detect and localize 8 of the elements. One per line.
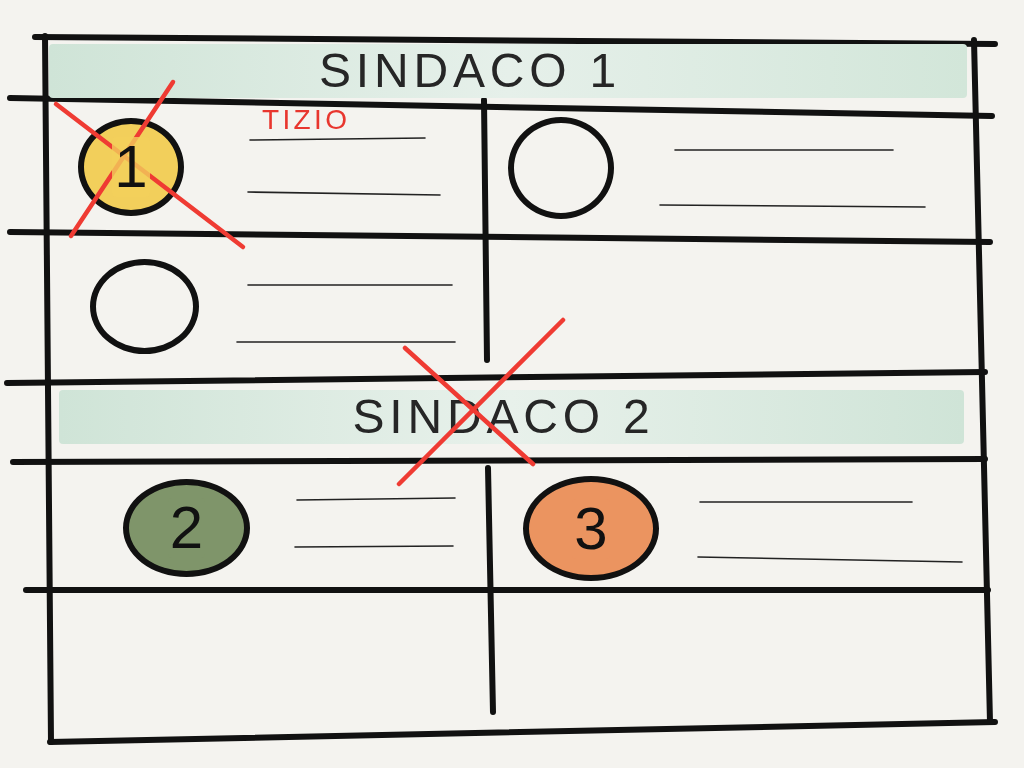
numbered-circle: 2 bbox=[123, 479, 250, 577]
section-header-band bbox=[49, 44, 967, 98]
numbered-circle: 1 bbox=[78, 118, 184, 216]
numbered-circle: 3 bbox=[523, 476, 659, 581]
section-title: SINDACO 1 bbox=[319, 47, 621, 95]
empty-circle bbox=[90, 259, 199, 354]
handwritten-name: TIZIO bbox=[262, 106, 351, 134]
empty-circle bbox=[508, 117, 614, 219]
